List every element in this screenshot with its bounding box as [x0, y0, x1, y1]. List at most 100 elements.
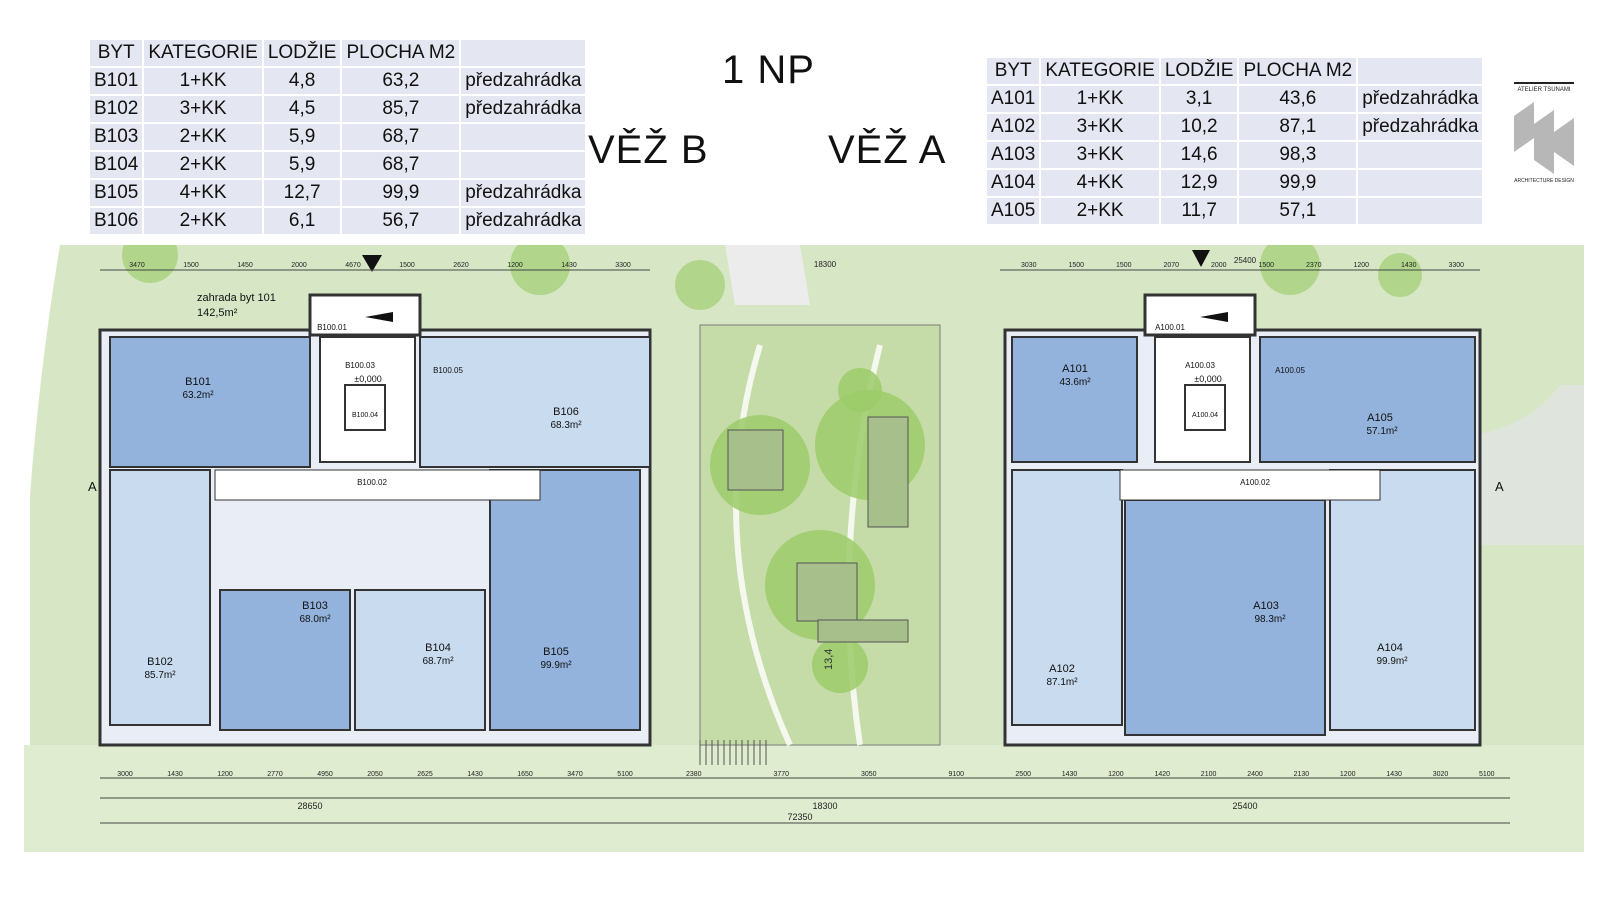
- dimension-label: 3770: [774, 771, 790, 778]
- tower-b: B101 63.2m² B102 85.7m² B103 68.0m² B104…: [98, 255, 652, 747]
- pergola: [867, 416, 909, 528]
- dimension-label: 3470: [129, 262, 145, 269]
- section-mark: A: [88, 479, 97, 494]
- logo-mark-icon: [1514, 102, 1574, 174]
- table-cell: 4,5: [261, 94, 343, 124]
- unit-id: A105: [1367, 412, 1393, 424]
- pavilion-label: 13,4: [823, 649, 835, 670]
- dim-total-a: 25400: [1232, 801, 1257, 811]
- unit-b104: [354, 589, 486, 731]
- tower-a-entry: [1143, 293, 1257, 337]
- dimension-label: 5100: [1479, 771, 1495, 778]
- unit-area: 87.1m²: [1046, 677, 1078, 688]
- room-id: A100.01: [1155, 323, 1185, 332]
- table-cell: B101: [87, 66, 145, 96]
- garden-label: zahrada byt 101: [197, 292, 276, 304]
- table-cell: 2+KK: [142, 150, 264, 180]
- dim-total-mid: 18300: [812, 801, 837, 811]
- table-cell: 11,7: [1158, 196, 1240, 226]
- room-id: B100.01: [317, 323, 347, 332]
- dimension-label: 3020: [1433, 771, 1449, 778]
- table-cell: předzahrádka: [459, 178, 588, 208]
- tree: [812, 637, 868, 693]
- dimension-label: 1200: [1340, 771, 1356, 778]
- table-cell: [459, 122, 588, 152]
- dimension-label: 1420: [1155, 771, 1171, 778]
- unit-id: B104: [425, 642, 451, 654]
- corridor-b: [214, 469, 541, 501]
- table-header-cell: [1356, 56, 1485, 86]
- table-cell: 12,9: [1158, 168, 1240, 198]
- table-header-cell: LODŽIE: [1158, 56, 1240, 86]
- dimension-label: 1200: [1354, 262, 1370, 269]
- pavilion: [796, 562, 858, 622]
- unit-area: 68.7m²: [422, 656, 454, 667]
- table-cell: B105: [87, 178, 145, 208]
- unit-area: 99.9m²: [540, 660, 572, 671]
- table-cell: B104: [87, 150, 145, 180]
- dimension-label: 9100: [949, 771, 965, 778]
- room-id: B100.02: [357, 478, 387, 487]
- atelier-tsunami-logo: ATELIER TSUNAMI ARCHITECTURE DESIGN: [1514, 82, 1574, 184]
- lift-b: [344, 384, 386, 431]
- table-header-cell: BYT: [984, 56, 1042, 86]
- tower-a-label: VĚŽ A: [828, 128, 947, 172]
- tower-a: A101 43.6m² A102 87.1m² A103 98.3m² A104…: [88, 250, 1504, 747]
- park-path: [733, 344, 793, 747]
- table-cell: 6,1: [261, 206, 343, 236]
- table-cell: 14,6: [1158, 140, 1240, 170]
- unit-id: B105: [543, 646, 569, 658]
- dimension-label: 1430: [561, 262, 577, 269]
- unit-area: 98.3m²: [1254, 614, 1286, 625]
- table-cell: B106: [87, 206, 145, 236]
- table-cell: 5,9: [261, 122, 343, 152]
- dimension-label: 4670: [345, 262, 361, 269]
- dimension-label: 2130: [1294, 771, 1310, 778]
- table-cell: A101: [984, 84, 1042, 114]
- path-top: [725, 245, 810, 305]
- logo-rule: [1514, 82, 1574, 84]
- table-cell: 1+KK: [1039, 84, 1161, 114]
- entry-arrow-icon: [1192, 250, 1210, 267]
- table-cell: B102: [87, 94, 145, 124]
- unit-id: A103: [1253, 600, 1279, 612]
- table-cell: 56,7: [340, 206, 462, 236]
- dimension-label: 2380: [686, 771, 702, 778]
- unit-area: 68.3m²: [550, 420, 582, 431]
- table-cell: 1+KK: [142, 66, 264, 96]
- room-id: A100.02: [1240, 478, 1270, 487]
- unit-a105: [1259, 336, 1476, 463]
- table-cell: 4+KK: [142, 178, 264, 208]
- dimension-label: 1200: [1108, 771, 1124, 778]
- table-cell: 2+KK: [142, 122, 264, 152]
- dimension-label: 1650: [517, 771, 533, 778]
- table-cell: 99,9: [1237, 168, 1359, 198]
- table-cell: předzahrádka: [1356, 84, 1485, 114]
- dimension-label: 1500: [183, 262, 199, 269]
- unit-id: B102: [147, 656, 173, 668]
- table-header-cell: LODŽIE: [261, 38, 343, 68]
- dimension-label: 2400: [1247, 771, 1263, 778]
- unit-id: B106: [553, 406, 579, 418]
- unit-a103: [1124, 499, 1326, 736]
- room-id: A100.04: [1192, 412, 1218, 419]
- site-edge: [24, 245, 60, 765]
- dimension-label: 3000: [117, 771, 133, 778]
- tree: [122, 245, 178, 283]
- dimension-label: 1200: [217, 771, 233, 778]
- table-cell: 85,7: [340, 94, 462, 124]
- table-header-cell: BYT: [87, 38, 145, 68]
- unit-area: 57.1m²: [1366, 426, 1398, 437]
- table-header-cell: PLOCHA M2: [1237, 56, 1359, 86]
- table-cell: 4,8: [261, 66, 343, 96]
- tower-b-entry: [308, 293, 422, 337]
- unit-b101: [109, 336, 311, 468]
- unit-a101: [1011, 336, 1138, 463]
- table-cell: 57,1: [1237, 196, 1359, 226]
